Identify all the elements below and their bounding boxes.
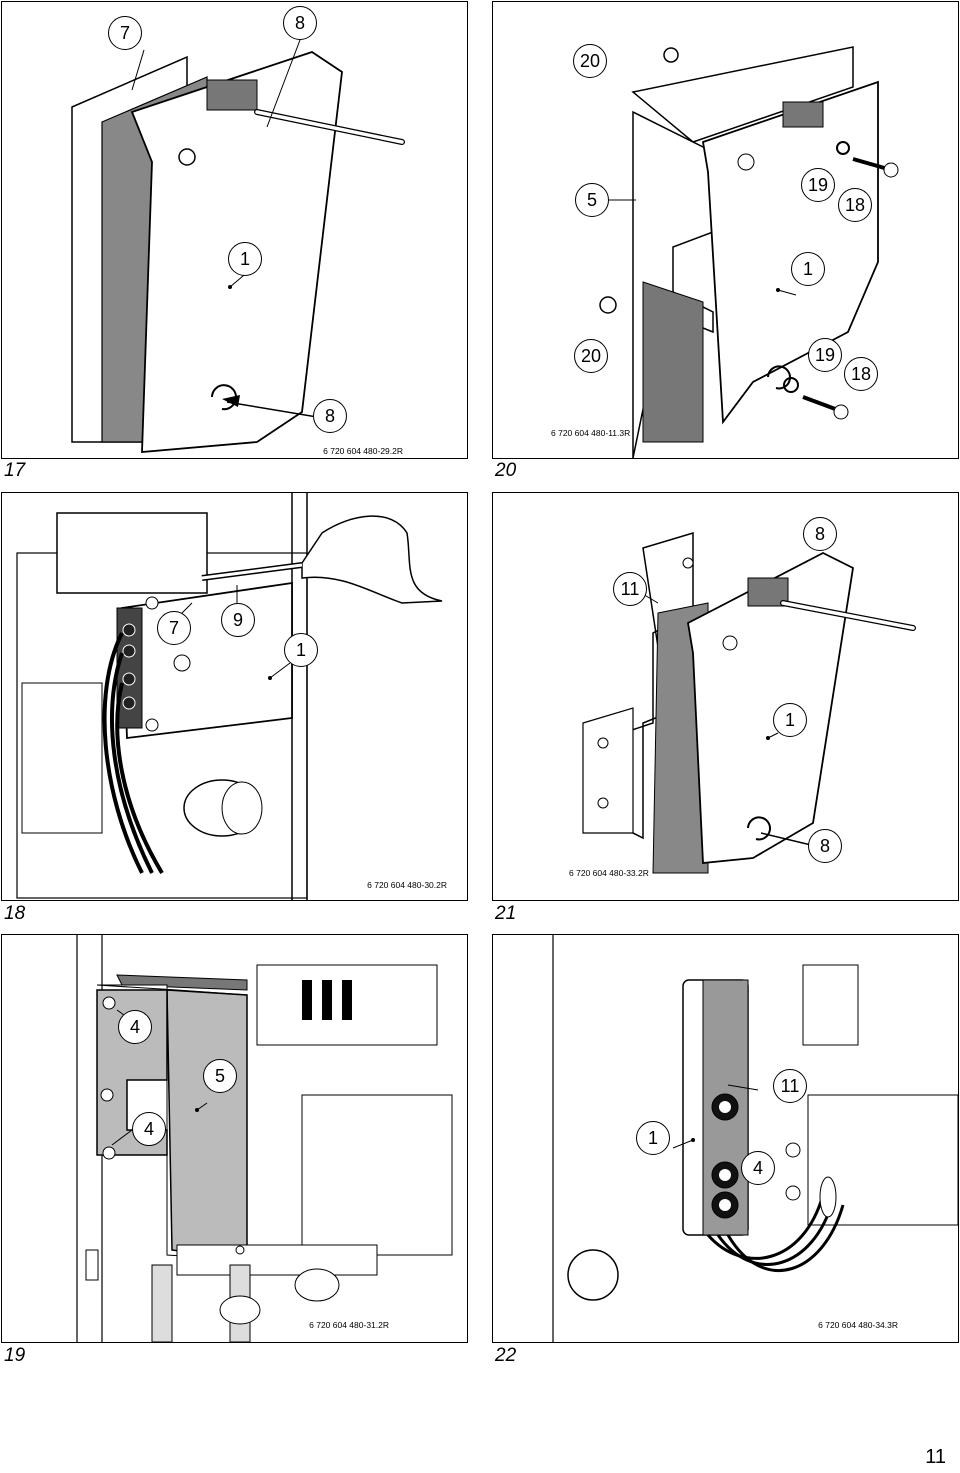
callout-8: 8 <box>808 829 842 863</box>
callout-8: 8 <box>313 399 347 433</box>
callout-1: 1 <box>228 242 262 276</box>
figure-number: 19 <box>4 1345 26 1366</box>
callout-5: 5 <box>203 1059 237 1093</box>
callout-4: 4 <box>118 1010 152 1044</box>
figure-21-illustration <box>582 531 916 874</box>
callout-19: 19 <box>808 338 842 372</box>
callout-20: 20 <box>574 339 608 373</box>
figure-21-panel: 8 11 1 8 6 720 604 480-33.2R <box>492 492 959 901</box>
drawing-code: 6 720 604 480-30.2R <box>367 880 447 890</box>
callout-18: 18 <box>838 188 872 222</box>
figure-number: 18 <box>4 903 26 924</box>
figure-19-panel: 4 5 4 6 720 604 480-31.2R <box>1 934 468 1343</box>
figure-20-panel: 20 5 19 18 1 20 19 18 6 720 604 480-11.3… <box>492 1 959 459</box>
callout-9: 9 <box>221 603 255 637</box>
callout-1: 1 <box>636 1121 670 1155</box>
drawing-code: 6 720 604 480-33.2R <box>569 868 649 878</box>
callout-11: 11 <box>613 572 647 606</box>
figure-number: 20 <box>495 460 517 481</box>
figure-18-illustration <box>16 493 443 900</box>
figure-number: 21 <box>495 903 517 924</box>
callout-1: 1 <box>773 703 807 737</box>
callout-4: 4 <box>132 1112 166 1146</box>
figure-18-panel: 7 9 1 6 720 604 480-30.2R <box>1 492 468 901</box>
callout-1: 1 <box>284 633 318 667</box>
callout-20: 20 <box>573 44 607 78</box>
callout-7: 7 <box>157 611 191 645</box>
drawing-code: 6 720 604 480-29.2R <box>323 446 403 456</box>
figure-number: 22 <box>495 1345 517 1366</box>
callout-11: 11 <box>773 1069 807 1103</box>
figure-number: 17 <box>4 460 26 481</box>
figure-19-illustration <box>76 935 453 1342</box>
drawing-code: 6 720 604 480-11.3R <box>551 428 631 438</box>
callout-5: 5 <box>575 183 609 217</box>
callout-1: 1 <box>791 252 825 286</box>
callout-7: 7 <box>108 16 142 50</box>
figure-22-illustration <box>552 935 958 1342</box>
figure-17-illustration <box>71 39 405 453</box>
figure-17-panel: 7 8 1 8 6 720 604 480-29.2R <box>1 1 468 459</box>
callout-19: 19 <box>801 168 835 202</box>
drawing-code: 6 720 604 480-34.3R <box>818 1320 898 1330</box>
figure-20-illustration <box>599 46 899 458</box>
page-number: 11 <box>925 1446 946 1468</box>
callout-8: 8 <box>283 6 317 40</box>
callout-4: 4 <box>741 1151 775 1185</box>
figure-22-panel: 11 1 4 6 720 604 480-34.3R <box>492 934 959 1343</box>
callout-18: 18 <box>844 357 878 391</box>
drawing-code: 6 720 604 480-31.2R <box>309 1320 389 1330</box>
callout-8: 8 <box>803 517 837 551</box>
